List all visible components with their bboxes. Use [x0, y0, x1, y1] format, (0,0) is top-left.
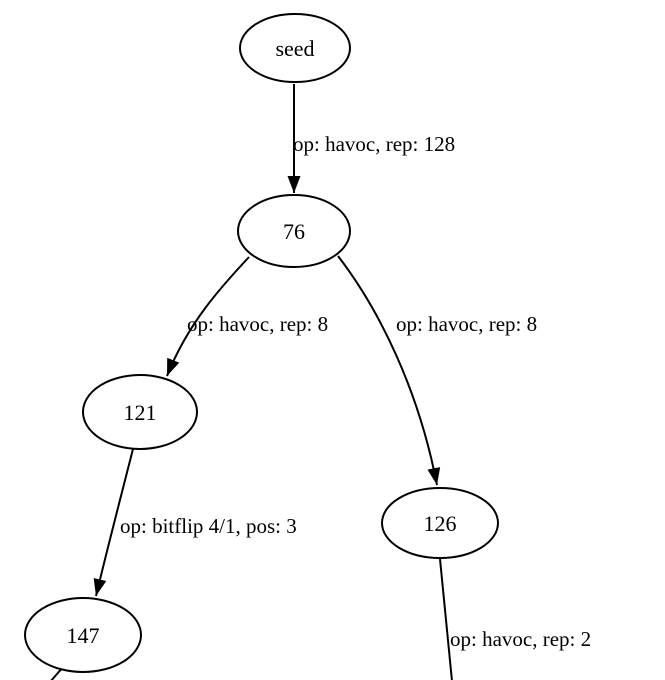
edge-126-offscreen	[439, 558, 453, 680]
edge-76-121-label: op: havoc, rep: 8	[187, 312, 328, 336]
node-76-label: 76	[283, 219, 305, 244]
edge-76-126	[337, 255, 441, 486]
node-76-shape	[237, 194, 351, 268]
edge-126-offscreen-label: op: havoc, rep: 2	[450, 627, 591, 651]
edge-seed-76-label: op: havoc, rep: 128	[293, 132, 455, 156]
edge-121-147	[93, 448, 134, 597]
node-147-shape	[24, 597, 142, 673]
node-126-label: 126	[424, 511, 457, 536]
edge-76-121	[166, 256, 250, 377]
edge-121-147-label: op: bitflip 4/1, pos: 3	[120, 514, 297, 538]
node-121-shape	[82, 374, 198, 450]
node-seed-label: seed	[275, 36, 314, 61]
edge-76-126-label: op: havoc, rep: 8	[396, 312, 537, 336]
node-seed-shape	[239, 13, 351, 83]
node-147-label: 147	[67, 623, 100, 648]
node-126-shape	[381, 487, 499, 559]
node-121-label: 121	[124, 400, 157, 425]
